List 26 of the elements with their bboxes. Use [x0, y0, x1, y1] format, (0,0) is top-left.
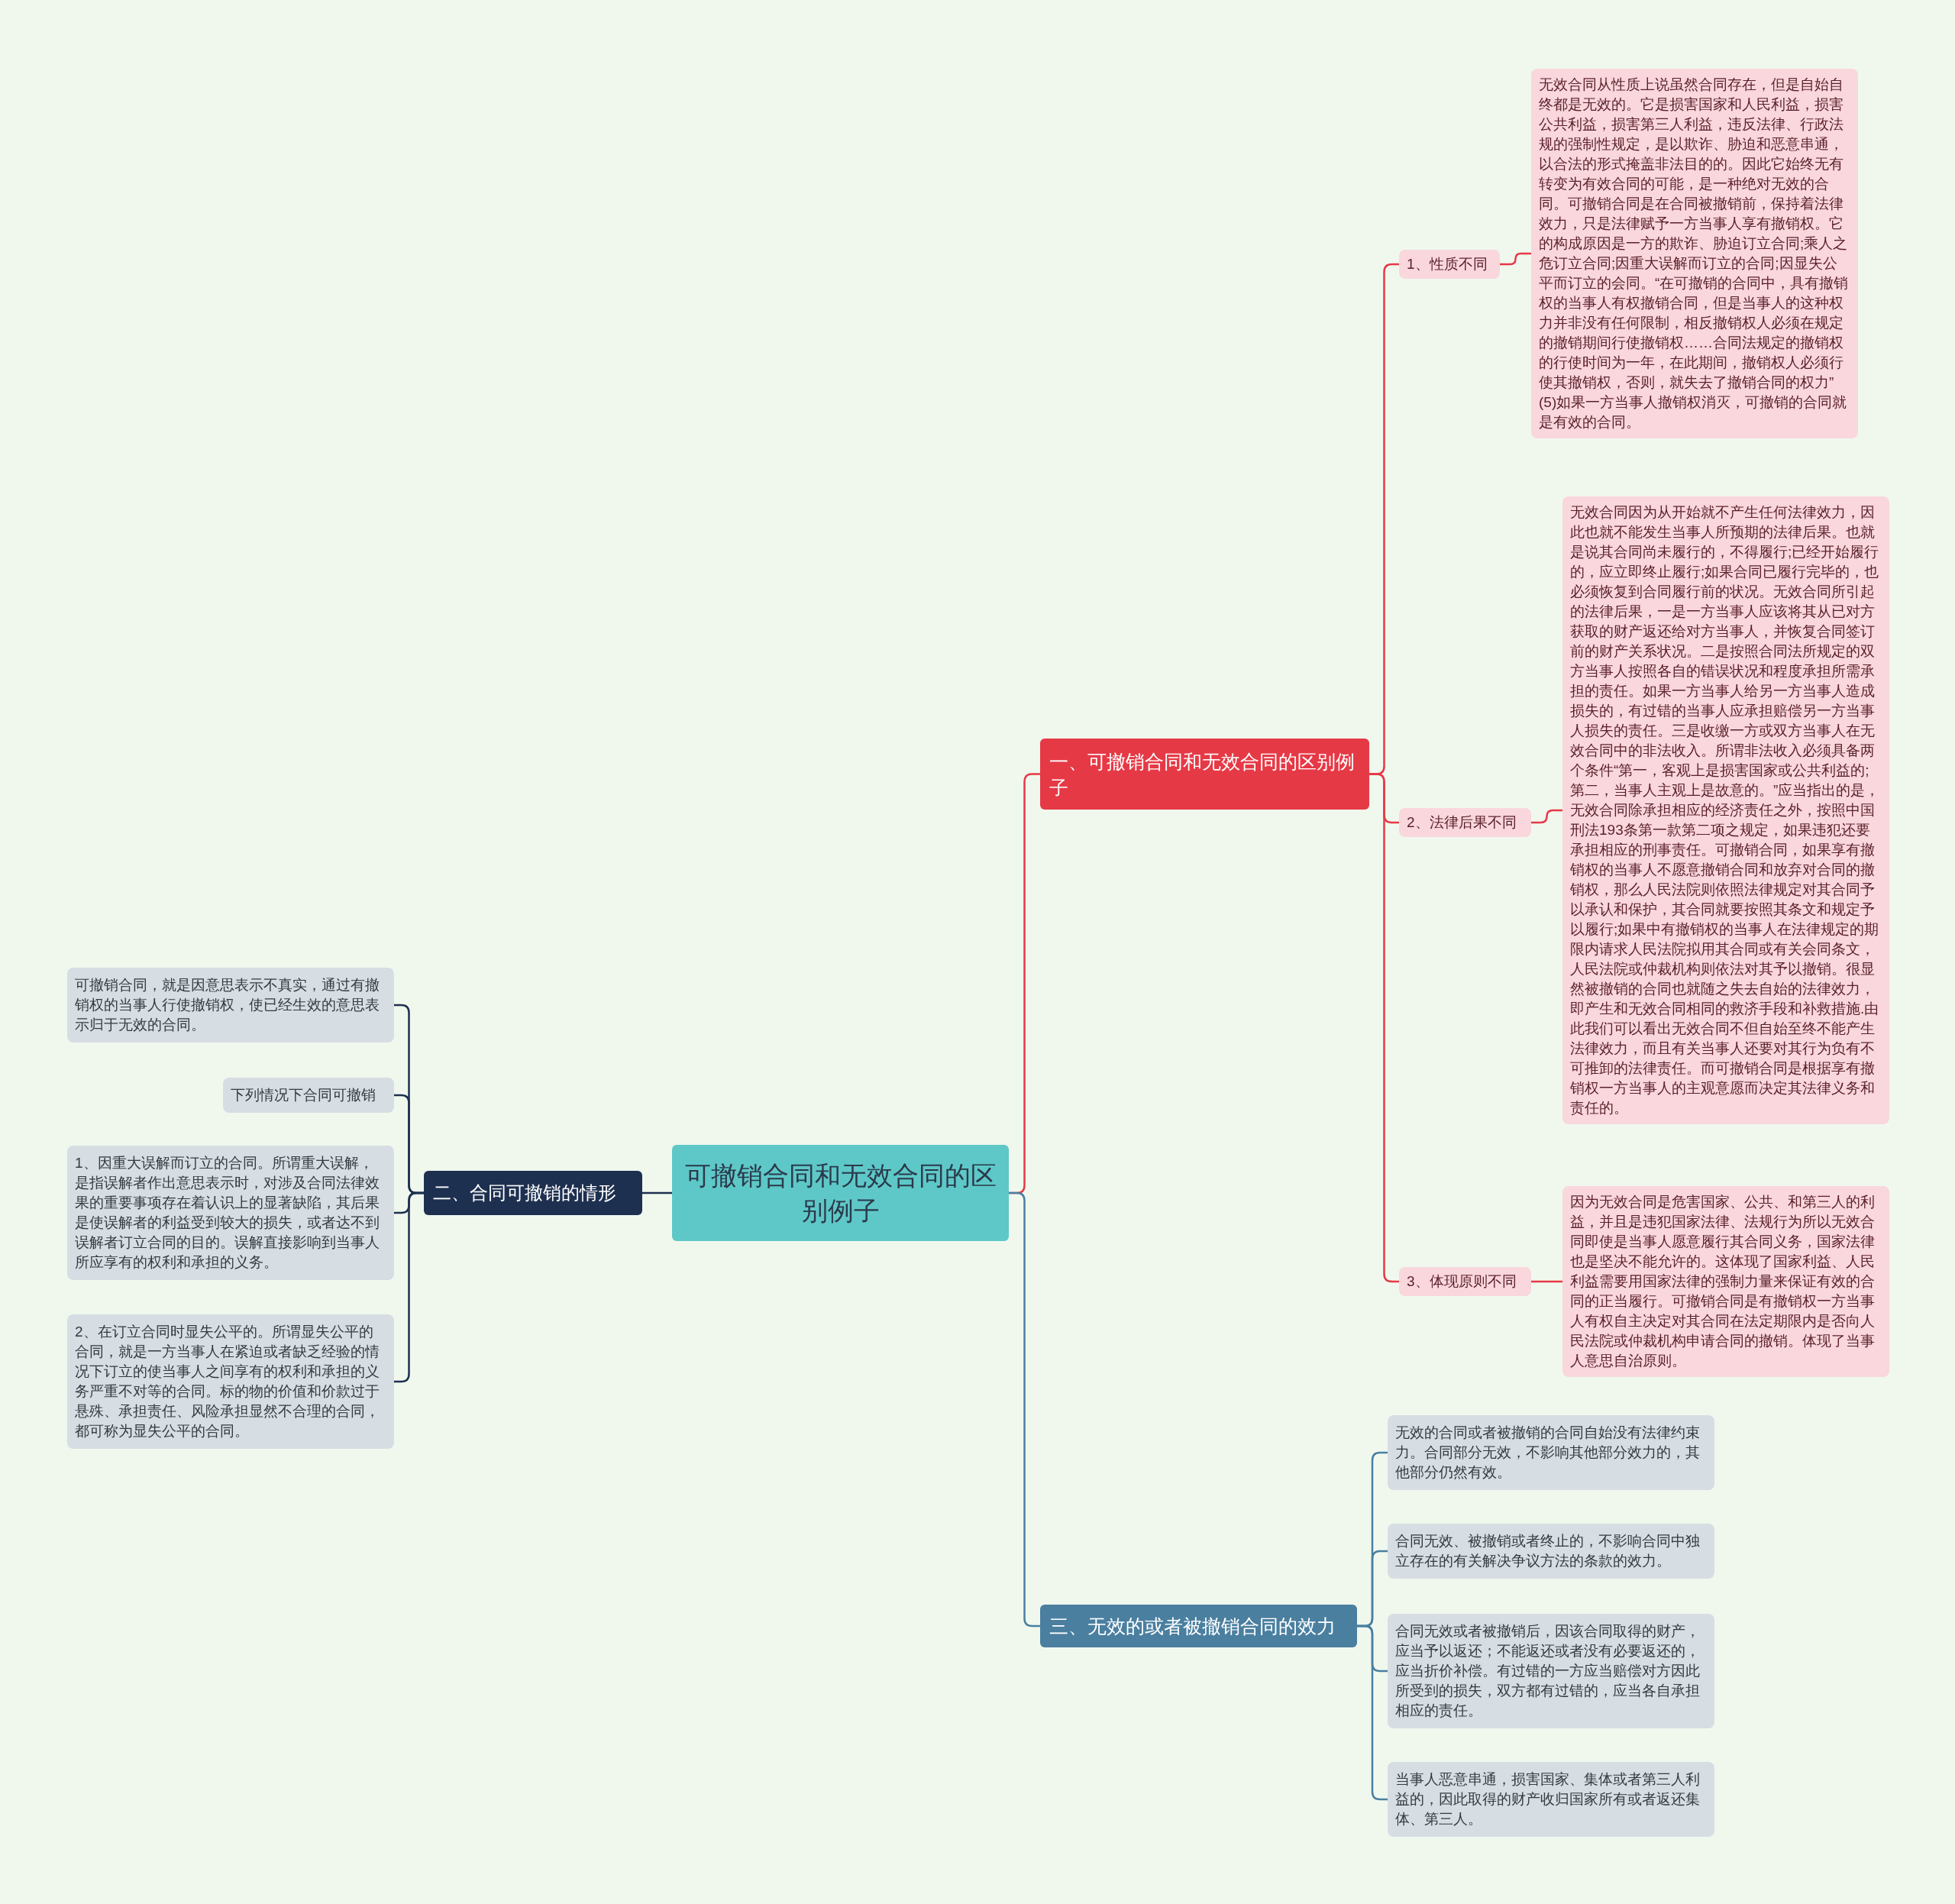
root-topic-box: 可撤销合同和无效合同的区别例子: [672, 1145, 1009, 1241]
branch-topic-box: 三、无效的或者被撤销合同的效力: [1040, 1605, 1357, 1647]
connector-line: [1531, 1280, 1562, 1283]
connector-line: [1009, 1191, 1040, 1628]
subtopic-box: 2、法律后果不同: [1399, 808, 1531, 837]
connector-line: [1531, 809, 1562, 824]
connector-line: [1500, 252, 1531, 266]
note-box: 2、在订立合同时显失公平的。所谓显失公平的合同，就是一方当事人在紧迫或者缺乏经验的情况下订立的使当事人之间享有的权利和承担的义务严重不对等的合同。标的物的价值和价款过于悬殊、承担责任、风险承担显然不合理的合同，都可称为显失公平的合同。: [67, 1314, 394, 1449]
branch-topic-box: 二、合同可撤销的情形: [424, 1171, 642, 1215]
note-box: 当事人恶意串通，损害国家、集体或者第三人利益的，因此取得的财产收归国家所有或者返还集体、第三人。: [1388, 1762, 1714, 1837]
note-box: 因为无效合同是危害国家、公共、和第三人的利益，并且是违犯国家法律、法规行为所以无效合同即使是当事人愿意履行其合同义务，国家法律也是坚决不能允许的。这体现了国家利益、人民利益需要用国家法律的强制力量来保证有效的合同的正当履行。可撤销合同是有撤销权一方当事人有权自主决定对其合同在法定期限内是否向人民法院或仲裁机构申请合同的撤销。体现了当事人意思自治原则。: [1562, 1186, 1889, 1377]
note-box: 无效合同因为从开始就不产生任何法律效力，因此也就不能发生当事人所预期的法律后果。也就是说其合同尚未履行的，不得履行;已经开始履行的，应立即终止履行;如果合同已履行完毕的，也必须恢复到合同履行前的状况。无效合同所引起的法律后果，一是一方当事人应该将其从已对方获取的财产返还给对方当事人，并恢复合同签订前的财产关系状况。二是按照合同法所规定的双方当事人按照各自的错误状况和程度承担所需承担的责任。如果一方当事人给另一方当事人造成损失的，有过错的当事人应承担赔偿另一方当事人损失的责任。三是收缴一方或双方当事人在无效合同中的非法收入。所谓非法收入必须具备两个条件“第一，客观上是损害国家或公共利益的;第二，当事人主观上是故意的。”应当指出的是，无效合同除承担相应的经济责任之外，按照中国刑法193条第一款第二项之规定，如果违犯还要承担相应的刑事责任。可撤销合同，如果享有撤销权的当事人不愿意撤销合同和放弃对合同的撤销权，那么人民法院则依照法律规定对其合同予以承认和保护，其合同就要按照其条文和规定予以履行;如果中有撤销权的当事人在法律规定的期限内请求人民法院拟用其合同或有关会同条文，人民法院或仲裁机构则依法对其予以撤销。很显然被撤销的合同也就随之失去自始的法律效力，即产生和无效合同相同的救济手段和补救措施.由此我们可以看出无效合同不但自始至终不能产生法律效力，而且有关当事人还要对其行为负有不可推卸的法律责任。而可撤销合同是根据享有撤销权一方当事人的主观意愿而决定其法律义务和责任的。: [1562, 496, 1889, 1124]
branch-topic-box: 一、可撤销合同和无效合同的区别例子: [1040, 739, 1369, 810]
note-box: 下列情况下合同可撤销: [223, 1078, 394, 1113]
note-box: 可撤销合同，就是因意思表示不真实，通过有撤销权的当事人行使撤销权，使已经生效的意思表示归于无效的合同。: [67, 968, 394, 1043]
note-box: 合同无效、被撤销或者终止的，不影响合同中独立存在的有关解决争议方法的条款的效力。: [1388, 1524, 1714, 1579]
note-box: 1、因重大误解而订立的合同。所谓重大误解，是指误解者作出意思表示时，对涉及合同法律效果的重要事项存在着认识上的显著缺陷，其后果是使误解者的利益受到较大的损失，或者达不到误解者订立合同的目的。误解直接影响到当事人所应享有的权利和承担的义务。: [67, 1146, 394, 1280]
connector-line: [1357, 1624, 1388, 1801]
subtopic-box: 1、性质不同: [1399, 250, 1500, 279]
connector-line: [394, 1191, 424, 1383]
note-box: 无效的合同或者被撤销的合同自始没有法律约束力。合同部分无效，不影响其他部分效力的，其他部分仍然有效。: [1388, 1415, 1714, 1490]
connector-line: [642, 1191, 672, 1194]
note-box: 合同无效或者被撤销后，因该合同取得的财产，应当予以返还；不能返还或者没有必要返还的，应当折价补偿。有过错的一方应当赔偿对方因此所受到的损失，双方都有过错的，应当各自承担相应的责任。: [1388, 1614, 1714, 1728]
subtopic-box: 3、体现原则不同: [1399, 1267, 1531, 1296]
connector-line: [1369, 773, 1399, 1283]
note-box: 无效合同从性质上说虽然合同存在，但是自始自终都是无效的。它是损害国家和人民利益，损害公共利益，损害第三人利益，违反法律、行政法规的强制性规定，是以欺诈、胁迫和恶意串通，以合法的形式掩盖非法目的的。因此它始终无有转变为有效合同的可能，是一种绝对无效的合同。可撤销合同是在合同被撤销前，保持着法律效力，只是法律赋予一方当事人享有撤销权。它的构成原因是一方的欺诈、胁迫订立合同;乘人之危订立合同;因重大误解而订立的合同;因显失公平而订立的会同。“在可撤销的合同中，具有撤销权的当事人有权撤销合同，但是当事人的这种权力并非没有任何限制，相反撤销权人必须在规定的撤销期间行使撤销权……合同法规定的撤销权的行使时间为一年，在此期间，撤销权人必须行使其撤销权，否则，就失去了撤销合同的权力” (5)如果一方当事人撤销权消灭，可撤销的合同就是有效的合同。: [1531, 69, 1858, 438]
